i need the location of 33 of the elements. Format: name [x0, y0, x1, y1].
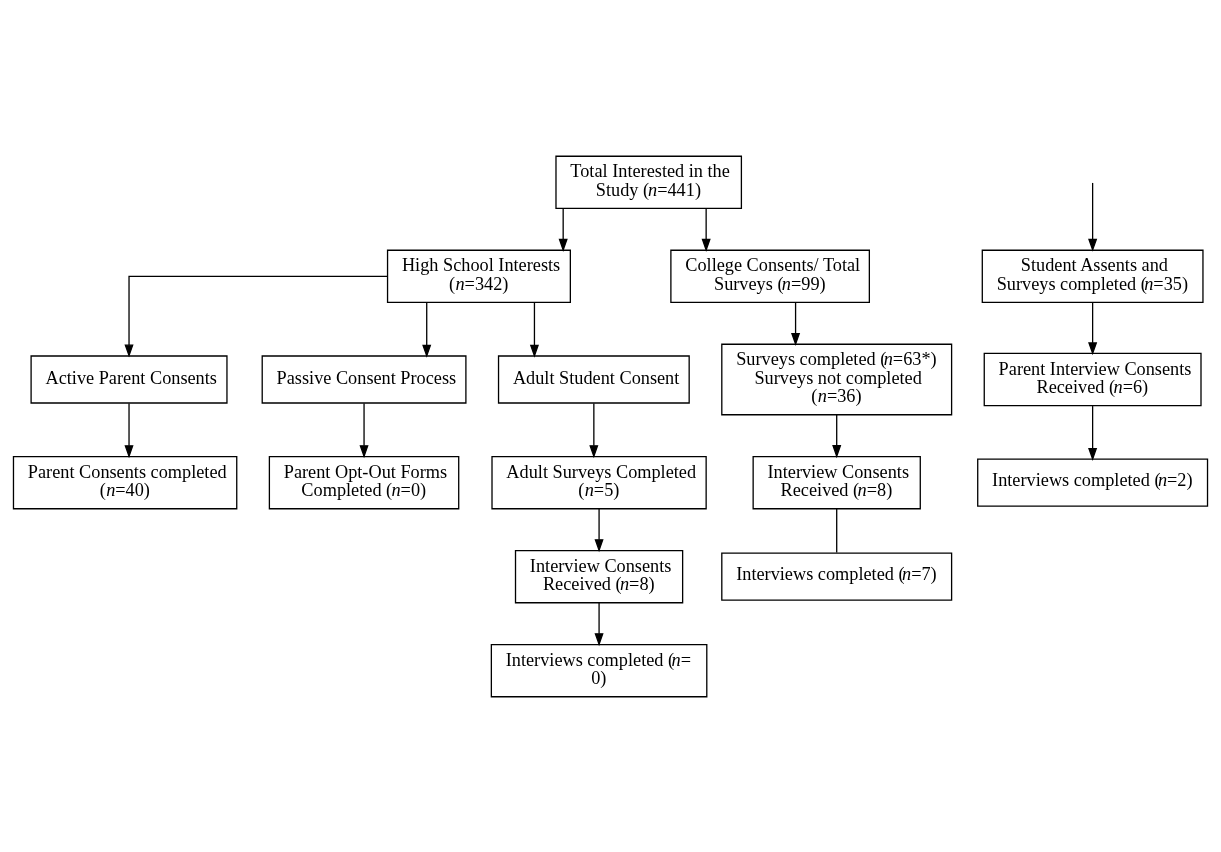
- arrow: [1088, 181, 1098, 252]
- arrow: [124, 402, 134, 458]
- node-box: Passive Consent Process: [261, 354, 467, 404]
- arrow: [791, 301, 801, 346]
- node-box: Parent Opt-Out Forms Completed (n=0): [268, 455, 460, 509]
- node-box: Interviews completed (n=7): [721, 552, 953, 601]
- arrow: [594, 507, 604, 552]
- arrow: [589, 402, 599, 458]
- node-box: Adult Student Consent: [497, 354, 690, 404]
- node-box: Active Parent Consents: [30, 354, 228, 404]
- node-box: Adult Surveys Completed (n=5): [491, 455, 707, 509]
- node-box: Interview Consents Received (n=8): [752, 455, 921, 509]
- node-box: College Consents/ Total Surveys (n=99): [670, 249, 870, 303]
- node-box: Interview Consents Received (n=8): [514, 549, 684, 603]
- node-box: Surveys completed (n=63*) Surveys not completed (n=36): [721, 343, 953, 415]
- arrow: [422, 301, 432, 358]
- arrow: [832, 413, 842, 458]
- connector: [836, 507, 838, 553]
- arrow: [701, 207, 711, 252]
- node-box: High School Interests (n=342): [386, 249, 571, 303]
- arrow: [529, 301, 540, 358]
- node-box: Parent Interview Consents Received (n=6): [983, 352, 1202, 406]
- arrow: [359, 402, 369, 458]
- node-box: Parent Consents completed (n=40): [12, 455, 238, 509]
- node-box: Interviews completed (n=2): [977, 458, 1209, 507]
- node-box: Student Assents and Surveys completed (n=35): [981, 249, 1204, 303]
- arrow: [1088, 301, 1098, 355]
- node-box: Interviews completed (n= 0): [490, 643, 708, 697]
- arrow: [124, 275, 389, 358]
- node-box: Total Interested in the Study (n=441): [555, 155, 743, 209]
- arrow: [1088, 404, 1098, 461]
- arrow: [558, 207, 568, 252]
- arrow: [594, 601, 604, 646]
